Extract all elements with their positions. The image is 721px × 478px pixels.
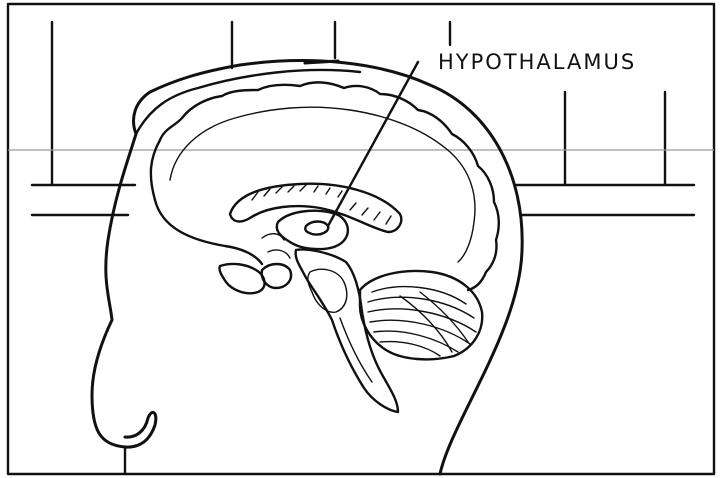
optic-region xyxy=(219,264,264,293)
corpus-callosum-hatching xyxy=(252,185,391,224)
cerebellum-folia xyxy=(368,287,476,356)
third-ventricle xyxy=(262,234,290,258)
pituitary xyxy=(262,264,291,288)
corpus-callosum xyxy=(230,184,401,232)
thalamus xyxy=(277,211,348,249)
head-outline xyxy=(92,61,522,474)
hypothalamus-label: HYPOTHALAMUS xyxy=(438,50,636,74)
hypothalamus xyxy=(305,222,328,235)
scalp-accent xyxy=(305,61,338,63)
drawing-border xyxy=(8,4,714,474)
frontal-lobe-base xyxy=(155,200,262,264)
cerebrum-outline xyxy=(151,82,499,290)
head-top-contour xyxy=(136,70,360,134)
